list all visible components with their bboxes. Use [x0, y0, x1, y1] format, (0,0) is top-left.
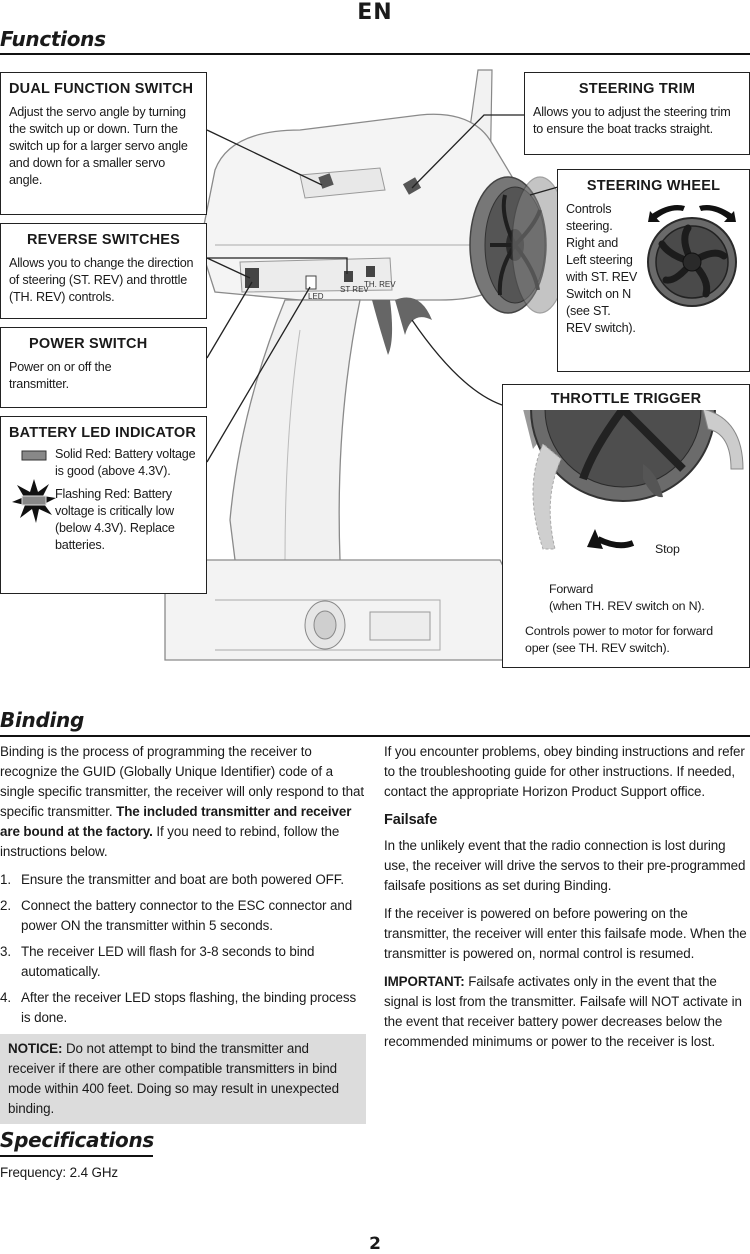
failsafe-title: Failsafe	[384, 812, 438, 828]
step-number: 4.	[0, 990, 11, 1005]
st-rev-label: ST REV	[340, 285, 369, 294]
notice-label: NOTICE:	[8, 1041, 63, 1056]
steering-wheel-title: STEERING WHEEL	[586, 178, 721, 194]
binding-step: 1. Ensure the transmitter and boat are bo…	[0, 870, 366, 890]
battery-led-title: BATTERY LED INDICATOR	[9, 425, 197, 441]
language-tag: EN	[357, 0, 393, 25]
failsafe-paragraph-1: In the unlikely event that the radio con…	[384, 838, 746, 893]
dual-function-switch-text: Adjust the servo angle by turning the sw…	[9, 105, 188, 187]
th-rev-label: TH. REV	[364, 280, 396, 289]
important-paragraph: IMPORTANT: Failsafe activates only in th…	[384, 972, 748, 1052]
flashing-led-icon	[12, 479, 56, 523]
led-label: LED	[308, 292, 324, 301]
power-switch-text: Power on or off the transmitter.	[9, 360, 112, 391]
battery-led-solid-text: Solid Red: Battery voltage is good (abov…	[55, 447, 196, 478]
stop-label: Stop	[655, 542, 680, 556]
steering-wheel-callout: STEERING WHEEL Controls steering. Right …	[557, 169, 750, 372]
steering-wheel-icon	[647, 205, 737, 307]
binding-left-column: Binding is the process of programming th…	[0, 742, 366, 1124]
battery-led-callout: BATTERY LED INDICATOR Solid Red: Battery…	[0, 416, 207, 594]
step-text: The receiver LED will flash for 3-8 seco…	[21, 944, 315, 979]
notice-text: Do not attempt to bind the transmitter a…	[8, 1041, 339, 1116]
forward-note: (when TH. REV switch on N).	[549, 599, 705, 613]
important-text: Failsafe activates only in the event tha…	[384, 974, 742, 1049]
battery-led-flashing-text: Flashing Red: Battery voltage is critica…	[55, 487, 175, 552]
steering-wheel-text: Controls steering. Right and Left steeri…	[566, 202, 638, 335]
notice-box: NOTICE: Do not attempt to bind the trans…	[0, 1034, 366, 1124]
throttle-trigger-callout: THROTTLE TRIGGER Stop Forward (when TH. …	[502, 384, 750, 668]
binding-intro-bold: The included transmitter and receiver ar…	[0, 804, 352, 839]
important-label: IMPORTANT:	[384, 974, 465, 989]
specifications-title: Specifications	[0, 1128, 155, 1152]
binding-title: Binding	[0, 708, 84, 732]
binding-steps: 1. Ensure the transmitter and boat are bo…	[0, 870, 366, 1028]
binding-step: 2. Connect the battery connector to the E…	[0, 896, 366, 936]
throttle-trigger-text: Controls power to motor for forward oper…	[525, 624, 713, 655]
throttle-trigger-illustration	[523, 409, 744, 550]
binding-intro: Binding is the process of programming th…	[0, 742, 366, 862]
power-switch-title: POWER SWITCH	[29, 336, 148, 352]
throttle-trigger-title: THROTTLE TRIGGER	[503, 385, 749, 410]
solid-led-icon	[21, 450, 47, 461]
dual-function-switch-callout: DUAL FUNCTION SWITCH Adjust the servo an…	[0, 72, 207, 215]
binding-right-intro: If you encounter problems, obey binding …	[384, 744, 745, 799]
binding-intro-text: Binding is the process of programming th…	[0, 744, 364, 819]
specifications-rule	[0, 1155, 153, 1157]
failsafe-paragraph-2: If the receiver is powered on before pow…	[384, 906, 747, 961]
reverse-switches-title: REVERSE SWITCHES	[26, 232, 181, 248]
binding-step: 4. After the receiver LED stops flashing,…	[0, 988, 366, 1028]
binding-right-column: If you encounter problems, obey binding …	[384, 742, 748, 1060]
binding-intro-tail: If you need to rebind, follow the instru…	[0, 824, 340, 859]
power-switch-callout: POWER SWITCH Power on or off the transmi…	[0, 327, 207, 408]
forward-label: Forward	[549, 582, 594, 596]
step-number: 3.	[0, 944, 11, 959]
steering-trim-title: STEERING TRIM	[578, 81, 696, 97]
reverse-switches-callout: REVERSE SWITCHES Allows you to change th…	[0, 223, 207, 319]
steering-trim-text: Allows you to adjust the steering trim t…	[533, 105, 731, 136]
binding-step: 3. The receiver LED will flash for 3-8 se…	[0, 942, 366, 982]
step-text: After the receiver LED stops flashing, t…	[21, 990, 357, 1025]
functions-title: Functions	[0, 27, 106, 51]
step-number: 2.	[0, 898, 11, 913]
binding-rule	[0, 735, 750, 737]
steering-trim-callout: STEERING TRIM Allows you to adjust the s…	[524, 72, 750, 155]
dual-function-switch-title: DUAL FUNCTION SWITCH	[9, 81, 194, 97]
step-text: Ensure the transmitter and boat are both…	[21, 872, 344, 887]
transmitter-illustration: LED ST REV TH. REV	[164, 69, 569, 661]
specifications-frequency: Frequency: 2.4 GHz	[0, 1165, 119, 1180]
reverse-switches-text: Allows you to change the direction of st…	[9, 256, 194, 304]
step-number: 1.	[0, 872, 11, 887]
page-number: 2	[369, 1234, 381, 1254]
functions-rule	[0, 53, 750, 55]
step-text: Connect the battery connector to the ESC…	[21, 898, 353, 933]
